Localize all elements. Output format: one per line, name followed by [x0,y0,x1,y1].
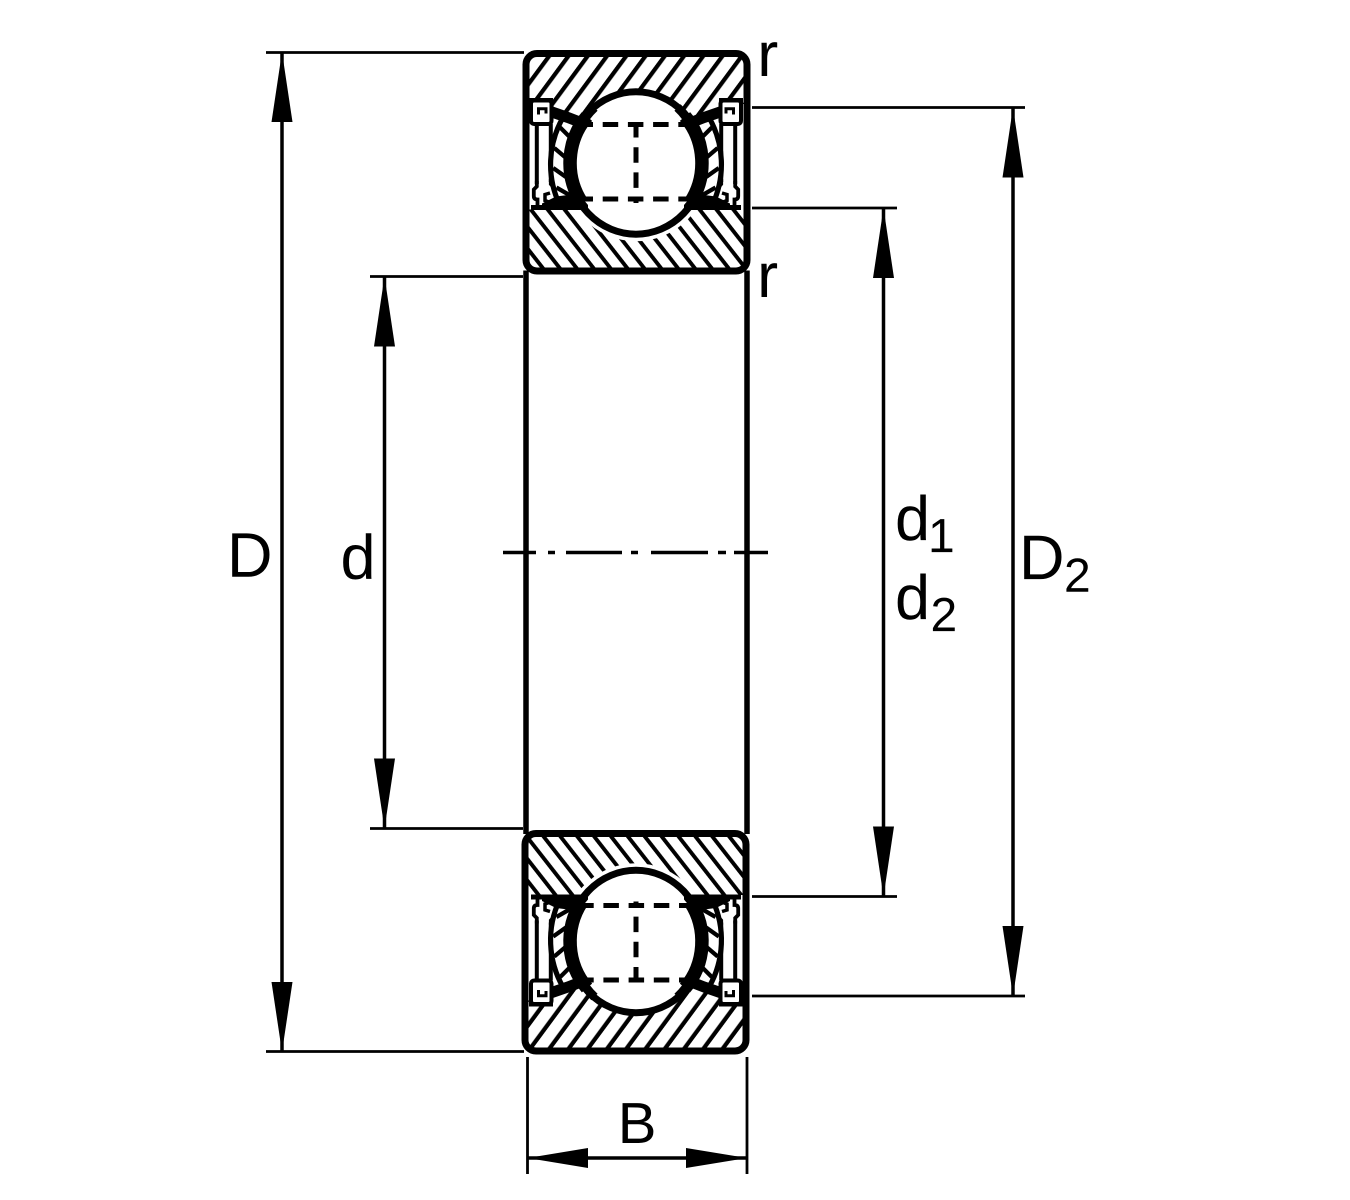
svg-text:2: 2 [1064,550,1091,603]
svg-text:d: d [895,484,930,554]
svg-text:r: r [757,20,778,90]
svg-text:B: B [618,1091,657,1156]
svg-text:d: d [341,523,376,593]
svg-text:2: 2 [930,589,957,642]
svg-text:d: d [895,563,930,633]
svg-text:1: 1 [928,510,955,563]
svg-text:r: r [757,241,778,311]
svg-text:D: D [1019,523,1065,593]
svg-text:D: D [227,521,273,591]
